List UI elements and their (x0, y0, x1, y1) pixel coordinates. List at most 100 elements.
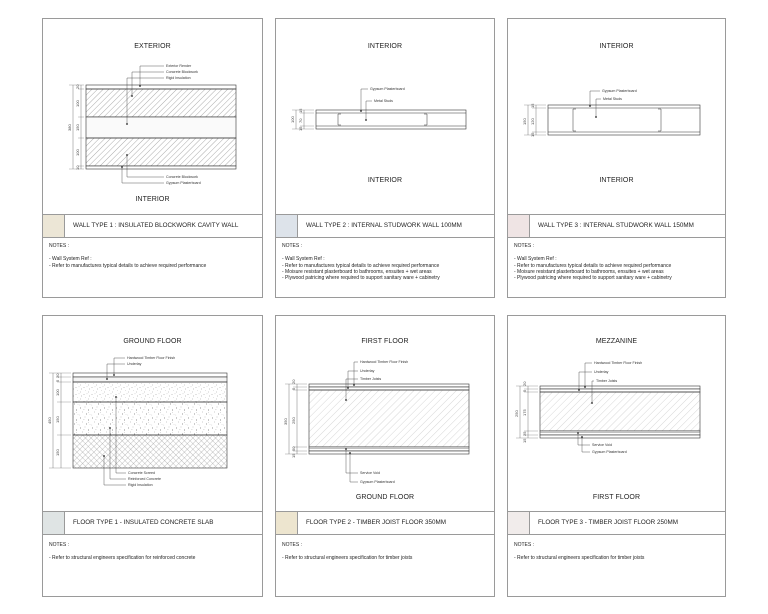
material-swatch (43, 512, 65, 534)
notes-title: NOTES : (282, 542, 303, 548)
dim-label: 20 (522, 381, 527, 386)
panel-title-bar: WALL TYPE 3 : INTERNAL STUDWORK WALL 150… (508, 214, 725, 238)
floor-section-drawing: 20 5 100 150 150 450 Hardwood Timber Flo… (47, 356, 228, 487)
panel-title-bar: FLOOR TYPE 3 - TIMBER JOIST FLOOR 250MM (508, 511, 725, 535)
callout-label: Service Void (360, 471, 380, 475)
dim-label: 20 (291, 379, 296, 384)
note-line: - Refer to structural engineers specific… (282, 555, 413, 562)
panel-title: FLOOR TYPE 1 - INSULATED CONCRETE SLAB (73, 519, 214, 526)
callout-label: Rigid Insulation (128, 483, 153, 487)
callout-label: Gypsum Plasterboard (360, 480, 395, 484)
note-line: - Plywood patricing where required to su… (514, 275, 672, 282)
dim-label: 100 (75, 100, 80, 107)
callout-label: Gypsum Plasterboard (602, 89, 637, 93)
dim-label: 70 (298, 118, 303, 123)
notes-title: NOTES : (49, 542, 70, 548)
notes-block: NOTES : - Wall System Ref : - Refer to m… (49, 243, 258, 269)
dim-label: 120 (530, 118, 535, 125)
bottom-label: INTERIOR (367, 177, 403, 184)
bottom-label: INTERIOR (135, 196, 170, 203)
notes-block: NOTES : - Refer to structural engineers … (514, 542, 721, 562)
note-line: - Moisure resistant plasterboard to bath… (282, 268, 432, 275)
callout-label: Gypsum Plasterboard (166, 181, 201, 185)
dim-label: 15 (530, 103, 535, 108)
notes-block: NOTES : - Wall System Ref : - Refer to m… (282, 243, 490, 281)
note-line: - Wall System Ref : (514, 256, 557, 263)
dim-label: 15 (522, 438, 527, 443)
detail-panel-floor-type-2: FIRST FLOOR 20 5 250 50 15 350 Hardwood … (275, 315, 495, 597)
callout-label: Hardwood Timber Floor Finish (127, 356, 175, 360)
dim-label: 250 (291, 417, 296, 424)
panel-title: WALL TYPE 3 : INTERNAL STUDWORK WALL 150… (538, 222, 694, 229)
dim-label: 150 (75, 124, 80, 131)
callout-label: Rigid Insulation (166, 76, 191, 80)
top-label: MEZZANINE (595, 338, 638, 345)
dim-label: 150 (55, 449, 60, 456)
dim-label: 50 (291, 446, 296, 451)
detail-panel-wall-type-1: EXTERIOR 20 100 150 100 10 380 Exterior … (42, 18, 263, 298)
material-swatch (508, 512, 530, 534)
dim-label: 25 (522, 431, 527, 436)
detail-panel-wall-type-2: INTERIOR 15 70 15 100 Gypsum Plasterboar… (275, 18, 495, 298)
panel-title: FLOOR TYPE 3 - TIMBER JOIST FLOOR 250MM (538, 519, 678, 526)
dim-label: 100 (55, 389, 60, 396)
detail-panel-wall-type-3: INTERIOR 15 120 15 150 Gypsum Plasterboa… (507, 18, 726, 298)
dim-label: 5 (522, 389, 527, 392)
note-line: - Refer to manufactures typical details … (514, 262, 672, 269)
detail-panel-floor-type-1: GROUND FLOOR 20 5 100 150 150 450 Hardwo… (42, 315, 263, 597)
notes-title: NOTES : (514, 542, 535, 548)
material-swatch (276, 215, 298, 237)
note-line: - Plywood patricing where required to su… (282, 275, 440, 282)
dim-label: 15 (298, 108, 303, 113)
material-swatch (276, 512, 298, 534)
note-line: - Refer to structural engineers specific… (49, 555, 196, 562)
dim-total-label: 250 (514, 410, 519, 417)
panel-title-bar: WALL TYPE 2 : INTERNAL STUDWORK WALL 100… (276, 214, 494, 238)
notes-block: NOTES : - Wall System Ref : - Refer to m… (514, 243, 721, 281)
top-label: FIRST FLOOR (361, 338, 409, 345)
callout-label: Service Void (592, 443, 612, 447)
note-line: - Refer to manufactures typical details … (282, 262, 440, 269)
dim-total-label: 350 (283, 418, 288, 425)
notes-title: NOTES : (514, 243, 535, 249)
dim-label: 100 (75, 149, 80, 156)
top-label: GROUND FLOOR (123, 338, 182, 345)
notes-title: NOTES : (282, 243, 303, 249)
note-line: - Refer to structural engineers specific… (514, 555, 645, 562)
callout-label: Timber Joists (360, 377, 381, 381)
panel-title-bar: WALL TYPE 1 : INSULATED BLOCKWORK CAVITY… (43, 214, 262, 238)
notes-block: NOTES : - Refer to structural engineers … (49, 542, 258, 562)
dim-label: 175 (522, 409, 527, 416)
top-label: EXTERIOR (134, 43, 171, 50)
dim-label: 15 (298, 126, 303, 131)
callout-label: Metal Studs (374, 99, 393, 103)
wall-section-drawing: 20 100 150 100 10 380 Exterior Render Co… (67, 64, 237, 185)
note-line: - Wall System Ref : (282, 256, 325, 263)
note-line: - Moisure resistant plasterboard to bath… (514, 268, 664, 275)
dim-label: 10 (75, 165, 80, 170)
callout-label: Underlay (594, 370, 609, 374)
material-swatch (508, 215, 530, 237)
material-swatch (43, 215, 65, 237)
detail-panel-floor-type-3: MEZZANINE 20 5 175 25 15 250 Hardwood Ti… (507, 315, 726, 597)
callout-label: Concrete Screed (128, 471, 155, 475)
dim-total-label: 450 (47, 417, 52, 424)
bottom-label: GROUND FLOOR (355, 494, 415, 501)
top-label: INTERIOR (367, 43, 403, 50)
notes-title: NOTES : (49, 243, 70, 249)
callout-label: Concrete Blockwork (166, 175, 198, 179)
callout-label: Gypsum Plasterboard (592, 450, 627, 454)
callout-label: Hardwood Timber Floor Finish (594, 361, 642, 365)
notes-block: NOTES : - Refer to structural engineers … (282, 542, 490, 562)
callout-label: Underlay (360, 369, 375, 373)
wall-section-drawing: 15 70 15 100 Gypsum Plasterboard Metal S… (290, 87, 467, 131)
callout-label: Concrete Blockwork (166, 70, 198, 74)
callout-label: Timber Joists (596, 379, 617, 383)
dim-label: 5 (291, 387, 296, 390)
dim-label: 5 (55, 379, 60, 382)
callout-label: Exterior Render (166, 64, 192, 68)
panel-title: FLOOR TYPE 2 - TIMBER JOIST FLOOR 350MM (306, 519, 446, 526)
wall-section-drawing: 15 120 15 150 Gypsum Plasterboard Metal … (522, 89, 701, 137)
callout-label: Metal Studs (603, 97, 622, 101)
top-label: INTERIOR (599, 43, 634, 50)
